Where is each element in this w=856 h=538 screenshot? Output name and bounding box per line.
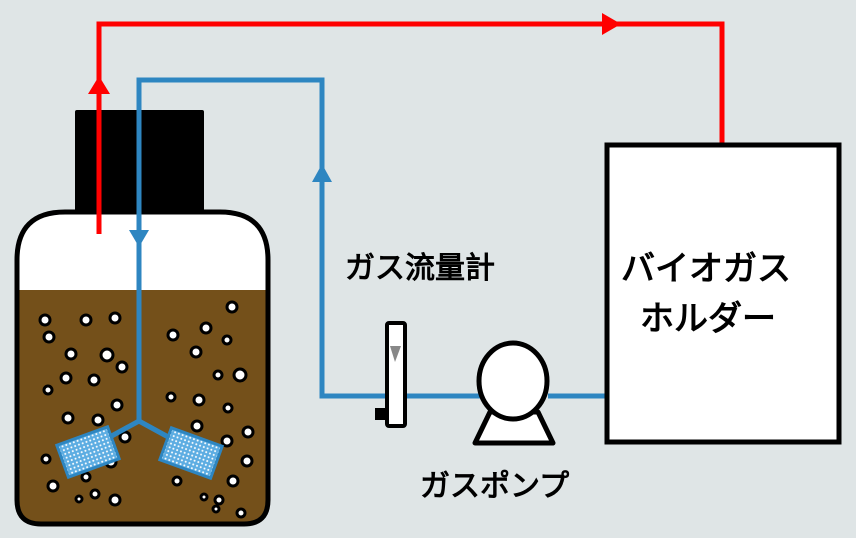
float-icon: [390, 346, 401, 362]
bubble: [64, 347, 78, 361]
bubble: [166, 328, 180, 342]
reactor-bottle: [14, 110, 271, 527]
bubble: [108, 493, 122, 507]
pump-label: ガスポンプ: [420, 469, 570, 504]
bubble: [38, 313, 52, 327]
bubble: [91, 413, 105, 427]
bubble: [79, 313, 93, 327]
bubble: [61, 411, 75, 425]
bubble: [241, 425, 255, 439]
carrier-right: [157, 425, 225, 481]
biogas-holder: [604, 142, 842, 445]
carrier-left: [54, 424, 122, 480]
sludge: [17, 290, 268, 524]
bubble: [225, 300, 239, 314]
return-line: [129, 77, 606, 422]
bubble: [222, 402, 234, 414]
bubble: [40, 453, 52, 465]
holder-label-line2: ホルダー: [640, 299, 776, 339]
gas-pump: [472, 340, 556, 446]
bubble: [190, 419, 204, 433]
arrow-up-icon: [312, 164, 332, 182]
bubble: [42, 330, 56, 344]
bubble: [171, 475, 183, 487]
bubble: [189, 345, 203, 359]
bubble: [42, 384, 54, 396]
bubble: [87, 373, 101, 387]
bubble: [74, 494, 84, 504]
bubble: [199, 321, 213, 335]
bubble: [99, 347, 115, 363]
bubble: [46, 479, 60, 493]
bubble: [240, 454, 254, 468]
bubble: [226, 474, 240, 488]
arrow-right-icon: [602, 13, 621, 35]
bubble: [80, 471, 92, 483]
bubbles: [38, 300, 255, 519]
flowmeter-label: ガス流量計: [345, 251, 495, 286]
holder-label-line1: バイオガス: [621, 249, 791, 289]
bubble: [108, 311, 122, 325]
bubble: [221, 334, 233, 346]
biogas-line: [88, 13, 725, 234]
bubble: [220, 434, 234, 448]
bubble: [89, 488, 101, 500]
bubble: [59, 371, 73, 385]
bubble: [212, 369, 224, 381]
bubble: [115, 360, 129, 374]
bubble: [235, 507, 247, 519]
bubble: [110, 398, 124, 412]
bubble: [165, 391, 177, 403]
arrow-down-icon: [129, 230, 149, 247]
bubble: [211, 504, 221, 514]
bubble: [232, 367, 248, 383]
bubble: [213, 494, 225, 506]
bubble: [192, 393, 206, 407]
impeller: [54, 418, 225, 481]
arrow-up-icon: [88, 76, 110, 94]
bubble: [199, 492, 209, 502]
gas-flowmeter: [375, 321, 407, 428]
bubble: [118, 430, 132, 444]
